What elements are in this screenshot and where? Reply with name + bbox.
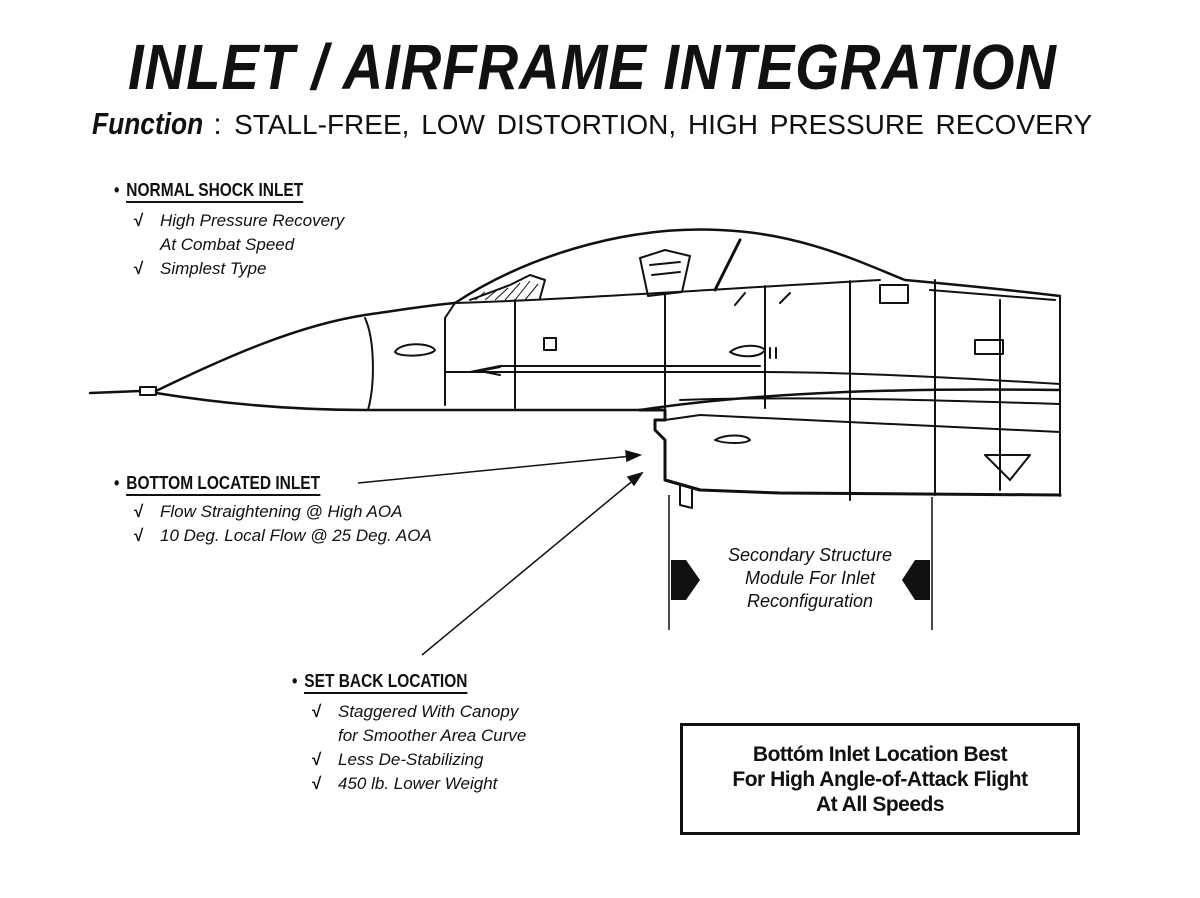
item-text: Simplest Type <box>160 259 267 278</box>
bottom-inlet-arrowhead <box>625 449 643 463</box>
bullet: • <box>114 473 120 493</box>
inlet-lip <box>638 408 702 492</box>
spine-line <box>929 289 1056 301</box>
strake-line-2 <box>679 397 1061 405</box>
heading-text: SET BACK LOCATION <box>304 671 468 694</box>
canopy-outline <box>453 228 1062 305</box>
section-normal-shock: • NORMAL SHOCK INLET √ High Pressure Recov… <box>114 180 344 281</box>
check-icon: √ <box>312 702 322 721</box>
canopy-frame <box>713 238 742 292</box>
conclusion-line: At All Speeds <box>815 792 945 816</box>
marking-oval-3 <box>714 434 751 444</box>
panel-line-a <box>444 302 456 406</box>
list-item: √ High Pressure Recovery <box>134 209 344 233</box>
item-text: 10 Deg. Local Flow @ 25 Deg. AOA <box>160 526 432 545</box>
function-line: Function : STALL-FREE, LOW DISTORTION, H… <box>92 106 1092 142</box>
marking-rect-2 <box>879 284 909 304</box>
nose-upper-line <box>154 301 457 393</box>
module-right-arrow <box>671 560 700 600</box>
conclusion-line: For High Angle-of-Attack Flight <box>732 767 1028 791</box>
flow-arrow <box>479 366 501 376</box>
ejection-seat <box>639 249 691 297</box>
marking-square <box>543 337 557 351</box>
item-text: Flow Straightening @ High AOA <box>160 502 403 521</box>
check-icon: √ <box>134 259 144 278</box>
marking-oval-1 <box>394 343 436 357</box>
list-item-continuation: for Smoother Area Curve <box>338 726 527 745</box>
radome-seam <box>364 317 374 411</box>
check-icon: √ <box>312 774 322 793</box>
function-colon: : <box>213 108 222 141</box>
item-text: Staggered With Canopy <box>338 702 519 721</box>
section-heading: • SET BACK LOCATION <box>292 671 494 694</box>
chine-line <box>444 371 1061 385</box>
bullet: • <box>114 180 120 200</box>
set-back-leader-line <box>421 477 637 656</box>
set-back-arrowhead <box>626 471 644 487</box>
marking-oval-2 <box>729 344 766 358</box>
heading-text: BOTTOM LOCATED INLET <box>126 473 321 496</box>
list-item-continuation: At Combat Speed <box>160 235 295 254</box>
inlet-duct-upper <box>664 414 1061 433</box>
secondary-structure-label: Secondary Structure Module For Inlet Rec… <box>700 544 920 613</box>
function-text: STALL-FREE, LOW DISTORTION, HIGH PRESSUR… <box>234 109 1093 140</box>
list-item: √ Flow Straightening @ High AOA <box>134 500 432 524</box>
secondary-line: Reconfiguration <box>746 591 874 611</box>
check-icon: √ <box>134 502 144 521</box>
list-item: √ 10 Deg. Local Flow @ 25 Deg. AOA <box>134 524 432 548</box>
strake-line <box>638 388 1062 412</box>
section-set-back: • SET BACK LOCATION √ Staggered With Canop… <box>292 671 526 796</box>
glare-shield-hatch <box>474 280 539 301</box>
item-text: Less De-Stabilizing <box>338 750 484 769</box>
conclusion-text: Bottóm Inlet Location Best For High Angl… <box>732 742 1028 817</box>
section-heading: • NORMAL SHOCK INLET <box>114 180 312 203</box>
section-bottom-inlet: • BOTTOM LOCATED INLET √ Flow Straightenin… <box>114 473 432 548</box>
bottom-inlet-leader-line <box>357 455 633 484</box>
pitot-base <box>139 386 157 396</box>
list-item: √ Staggered With Canopy <box>312 700 526 724</box>
pitot-probe <box>88 389 142 395</box>
item-text: High Pressure Recovery <box>160 211 345 230</box>
section-heading: • BOTTOM LOCATED INLET <box>114 473 387 496</box>
check-icon: √ <box>134 211 144 230</box>
canopy-sill <box>454 279 881 304</box>
list-item: √ Simplest Type <box>134 257 344 281</box>
check-icon: √ <box>134 526 144 545</box>
page-title: INLET / AIRFRAME INTEGRATION <box>128 31 1057 103</box>
conclusion-box: Bottóm Inlet Location Best For High Angl… <box>680 723 1080 835</box>
nose-gear-door <box>679 484 693 509</box>
secondary-line: Secondary Structure <box>727 545 893 565</box>
module-left-arrow <box>902 560 930 600</box>
list-item: √ Less De-Stabilizing <box>312 748 526 772</box>
heading-text: NORMAL SHOCK INLET <box>126 180 304 203</box>
nose-lower-line <box>154 391 642 412</box>
marking-rect <box>974 339 1004 355</box>
check-icon: √ <box>312 750 322 769</box>
secondary-line: Module For Inlet <box>744 568 876 588</box>
rear-intake <box>984 454 1031 481</box>
inlet-duct-lower <box>663 478 1062 497</box>
bullet: • <box>292 671 298 691</box>
function-label: Function <box>92 106 204 141</box>
item-text: 450 lb. Lower Weight <box>338 774 498 793</box>
conclusion-line: Bottóm Inlet Location Best <box>752 742 1008 766</box>
list-item: √ 450 lb. Lower Weight <box>312 772 526 796</box>
